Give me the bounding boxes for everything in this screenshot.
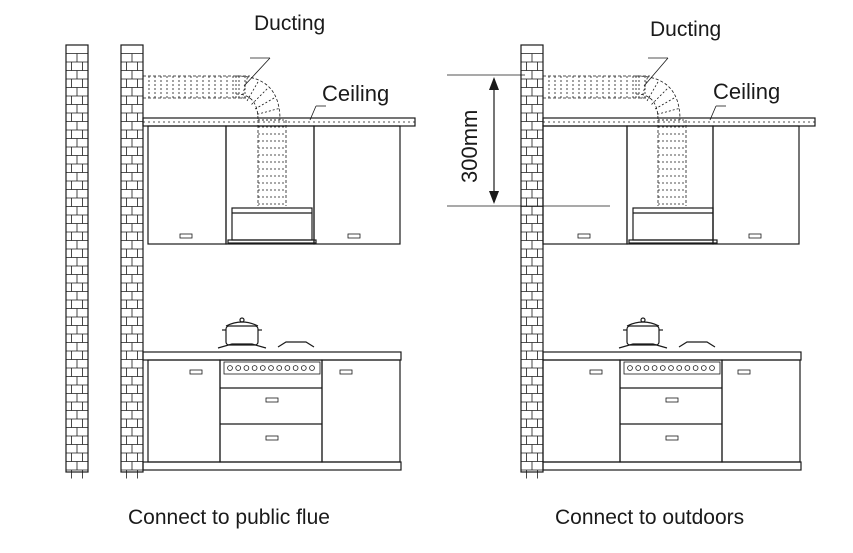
upper-cabinets	[147, 125, 401, 245]
brick-wall-outer	[65, 44, 89, 479]
ceiling-label: Ceiling	[713, 79, 780, 104]
brick-wall	[520, 44, 544, 479]
diagram-caption: Connect to outdoors	[555, 506, 744, 529]
diagram-public-flue: Ducting Ceiling Connect to public flue	[65, 12, 416, 529]
duct-elbow	[635, 75, 681, 121]
ceiling-label: Ceiling	[322, 81, 389, 106]
vertical-duct	[257, 119, 287, 206]
dimension-label: 300mm	[457, 110, 482, 183]
base-cabinets	[142, 351, 402, 471]
gas-burner	[217, 341, 315, 349]
range-hood	[227, 207, 317, 244]
horizontal-duct	[142, 75, 250, 99]
upper-cabinets	[542, 125, 800, 245]
cooking-pot	[623, 317, 663, 346]
brick-wall-inner	[120, 44, 144, 479]
diagram-outdoors: 300mm Ducting	[447, 18, 816, 529]
dimension-indicator: 300mm	[447, 74, 610, 207]
diagram-caption: Connect to public flue	[128, 506, 330, 529]
cooking-pot	[222, 317, 262, 346]
range-hood	[628, 207, 718, 244]
ducting-label: Ducting	[650, 18, 721, 41]
duct-elbow	[235, 75, 281, 121]
horizontal-duct	[542, 75, 650, 99]
gas-burner	[618, 341, 716, 349]
vertical-duct	[657, 119, 687, 206]
base-cabinets	[542, 351, 802, 471]
ducting-label: Ducting	[254, 12, 325, 35]
